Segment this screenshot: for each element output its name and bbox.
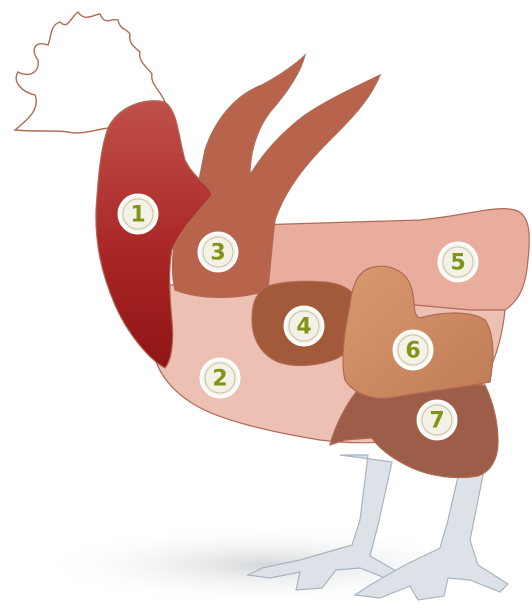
marker-2[interactable]: 2 xyxy=(201,359,239,397)
marker-label: 1 xyxy=(130,203,145,228)
marker-7[interactable]: 7 xyxy=(418,401,456,439)
marker-5[interactable]: 5 xyxy=(439,243,477,281)
marker-label: 2 xyxy=(212,367,227,392)
drumstick-part[interactable] xyxy=(330,385,498,478)
marker-label: 7 xyxy=(429,409,444,434)
marker-1[interactable]: 1 xyxy=(119,195,157,233)
marker-label: 3 xyxy=(210,241,225,266)
marker-4[interactable]: 4 xyxy=(285,307,323,345)
marker-label: 5 xyxy=(450,251,465,276)
marker-label: 6 xyxy=(405,339,420,364)
marker-label: 4 xyxy=(296,315,311,340)
marker-3[interactable]: 3 xyxy=(199,233,237,271)
marker-6[interactable]: 6 xyxy=(394,331,432,369)
